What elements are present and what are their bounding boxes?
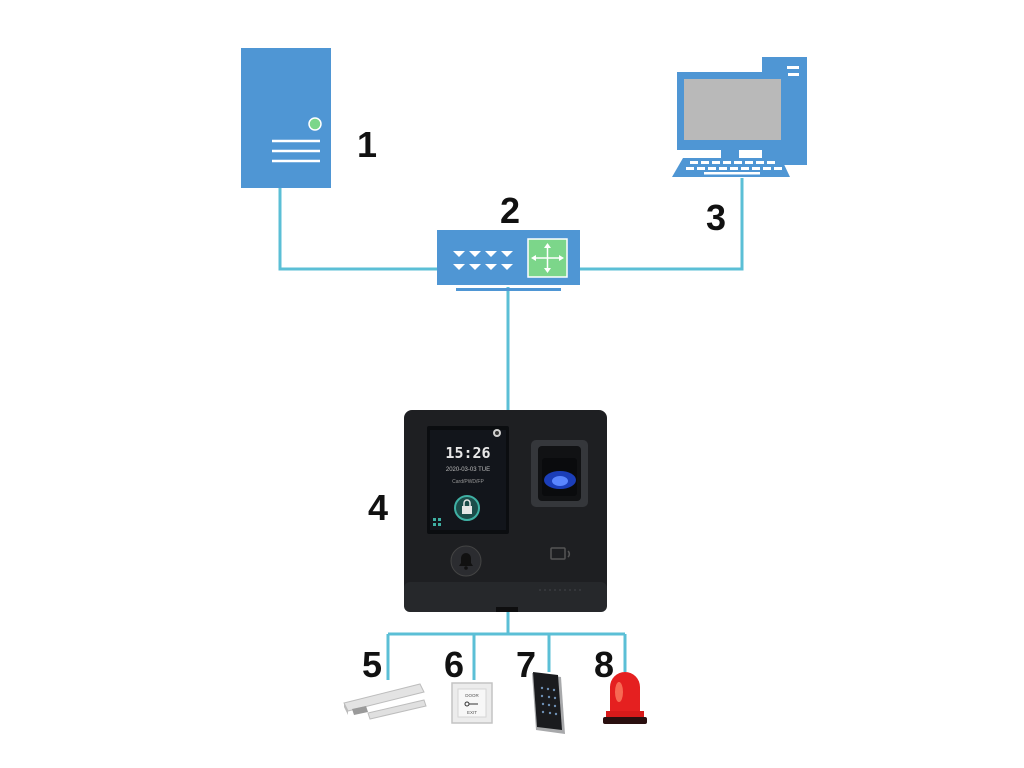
label-pc: 3 — [706, 197, 727, 238]
label-access-controller: 4 — [368, 487, 389, 528]
device-date: 2020-03-03 TUE — [446, 467, 490, 473]
server-icon — [241, 48, 331, 188]
connection-lines — [278, 178, 744, 680]
desktop-computer-icon — [672, 57, 807, 177]
fingerprint-sensor-icon — [531, 440, 588, 507]
label-server: 1 — [357, 124, 378, 165]
exit-button-icon: DOOR EXIT — [451, 682, 493, 724]
label-card-reader: 7 — [516, 644, 537, 685]
label-lock: 5 — [362, 644, 383, 685]
network-switch-icon — [437, 230, 580, 291]
alarm-siren-icon — [603, 672, 647, 724]
exit-button-top-text: DOOR — [465, 693, 479, 698]
line-server-switch — [278, 188, 437, 271]
device-mode: Card/PWD/FP — [452, 479, 484, 485]
line-pc-switch — [580, 178, 744, 271]
keypad-card-reader-icon — [532, 672, 565, 734]
device-time: 15:26 — [445, 444, 490, 462]
magnetic-lock-icon — [343, 683, 427, 720]
exit-button-bottom-text: EXIT — [467, 710, 477, 715]
label-exit-button: 6 — [444, 644, 465, 685]
card-reader-area-icon — [550, 547, 571, 560]
access-controller-device: 15:26 2020-03-03 TUE Card/PWD/FP — [404, 410, 607, 612]
label-alarm: 8 — [594, 644, 615, 685]
grid-menu-icon — [433, 518, 441, 526]
label-switch: 2 — [500, 190, 521, 231]
